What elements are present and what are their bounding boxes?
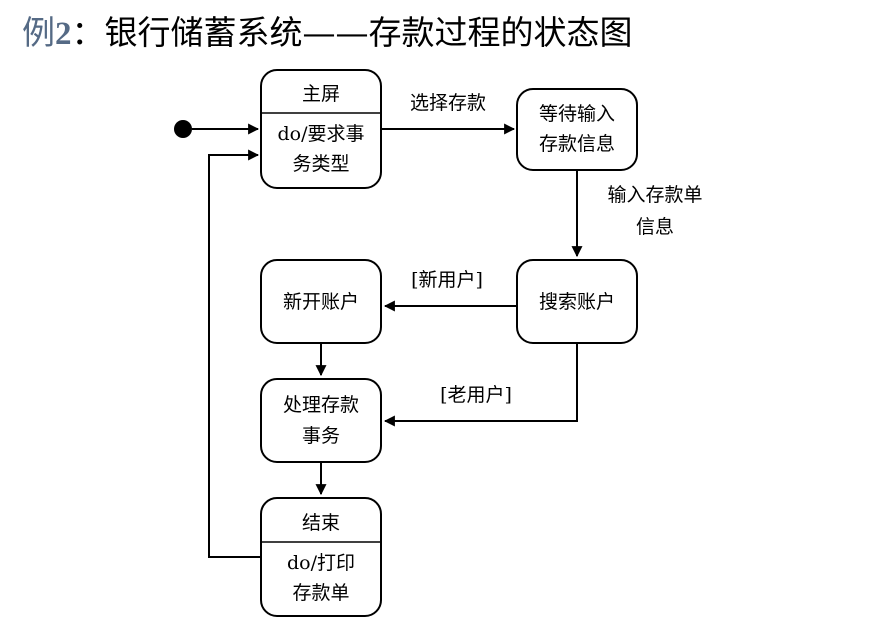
state-search-account: 搜索账户 xyxy=(516,259,638,344)
state-wait-input-line2: 存款信息 xyxy=(539,133,615,155)
state-main-screen-action-line1: do/要求事 xyxy=(277,123,364,145)
state-process-deposit-line1: 处理存款 xyxy=(283,394,359,416)
state-end-action-line2: 存款单 xyxy=(292,582,349,604)
diagram-title: 例2：银行储蓄系统——存款过程的状态图 xyxy=(22,12,633,55)
do-keyword: do xyxy=(287,552,311,574)
state-process-deposit: 处理存款 事务 xyxy=(260,378,382,463)
label-input-slip-line2: 信息 xyxy=(636,216,674,238)
state-end-action-line1: do/打印 xyxy=(287,552,355,574)
title-prefix: 例 xyxy=(22,13,55,52)
transition-old-user xyxy=(383,343,578,427)
state-wait-input-line1: 等待输入 xyxy=(539,103,615,125)
title-text: ：银行储蓄系统——存款过程的状态图 xyxy=(71,13,633,52)
state-end: 结束 do/打印 存款单 xyxy=(260,497,382,617)
do-keyword: do xyxy=(277,123,301,145)
label-select-deposit: 选择存款 xyxy=(410,92,486,114)
state-main-screen: 主屏 do/要求事 务类型 xyxy=(260,69,382,189)
label-new-user: [新用户] xyxy=(411,269,483,291)
label-input-slip-line1: 输入存款单 xyxy=(607,184,702,206)
state-open-account: 新开账户 xyxy=(260,259,382,344)
main-screen-action-text1: /要求事 xyxy=(301,123,364,145)
state-process-deposit-line2: 事务 xyxy=(302,425,340,447)
state-main-screen-action-line2: 务类型 xyxy=(292,153,349,175)
transition-end-to-main xyxy=(208,149,261,558)
label-old-user: [老用户] xyxy=(440,384,512,406)
initial-state xyxy=(174,120,192,138)
state-wait-input: 等待输入 存款信息 xyxy=(516,88,638,171)
title-number: 2 xyxy=(55,16,72,52)
state-end-name: 结束 xyxy=(302,512,340,534)
state-open-account-label: 新开账户 xyxy=(283,291,359,313)
end-action-text1: /打印 xyxy=(311,552,355,574)
state-search-account-label: 搜索账户 xyxy=(539,291,615,313)
state-main-screen-name: 主屏 xyxy=(302,83,340,105)
